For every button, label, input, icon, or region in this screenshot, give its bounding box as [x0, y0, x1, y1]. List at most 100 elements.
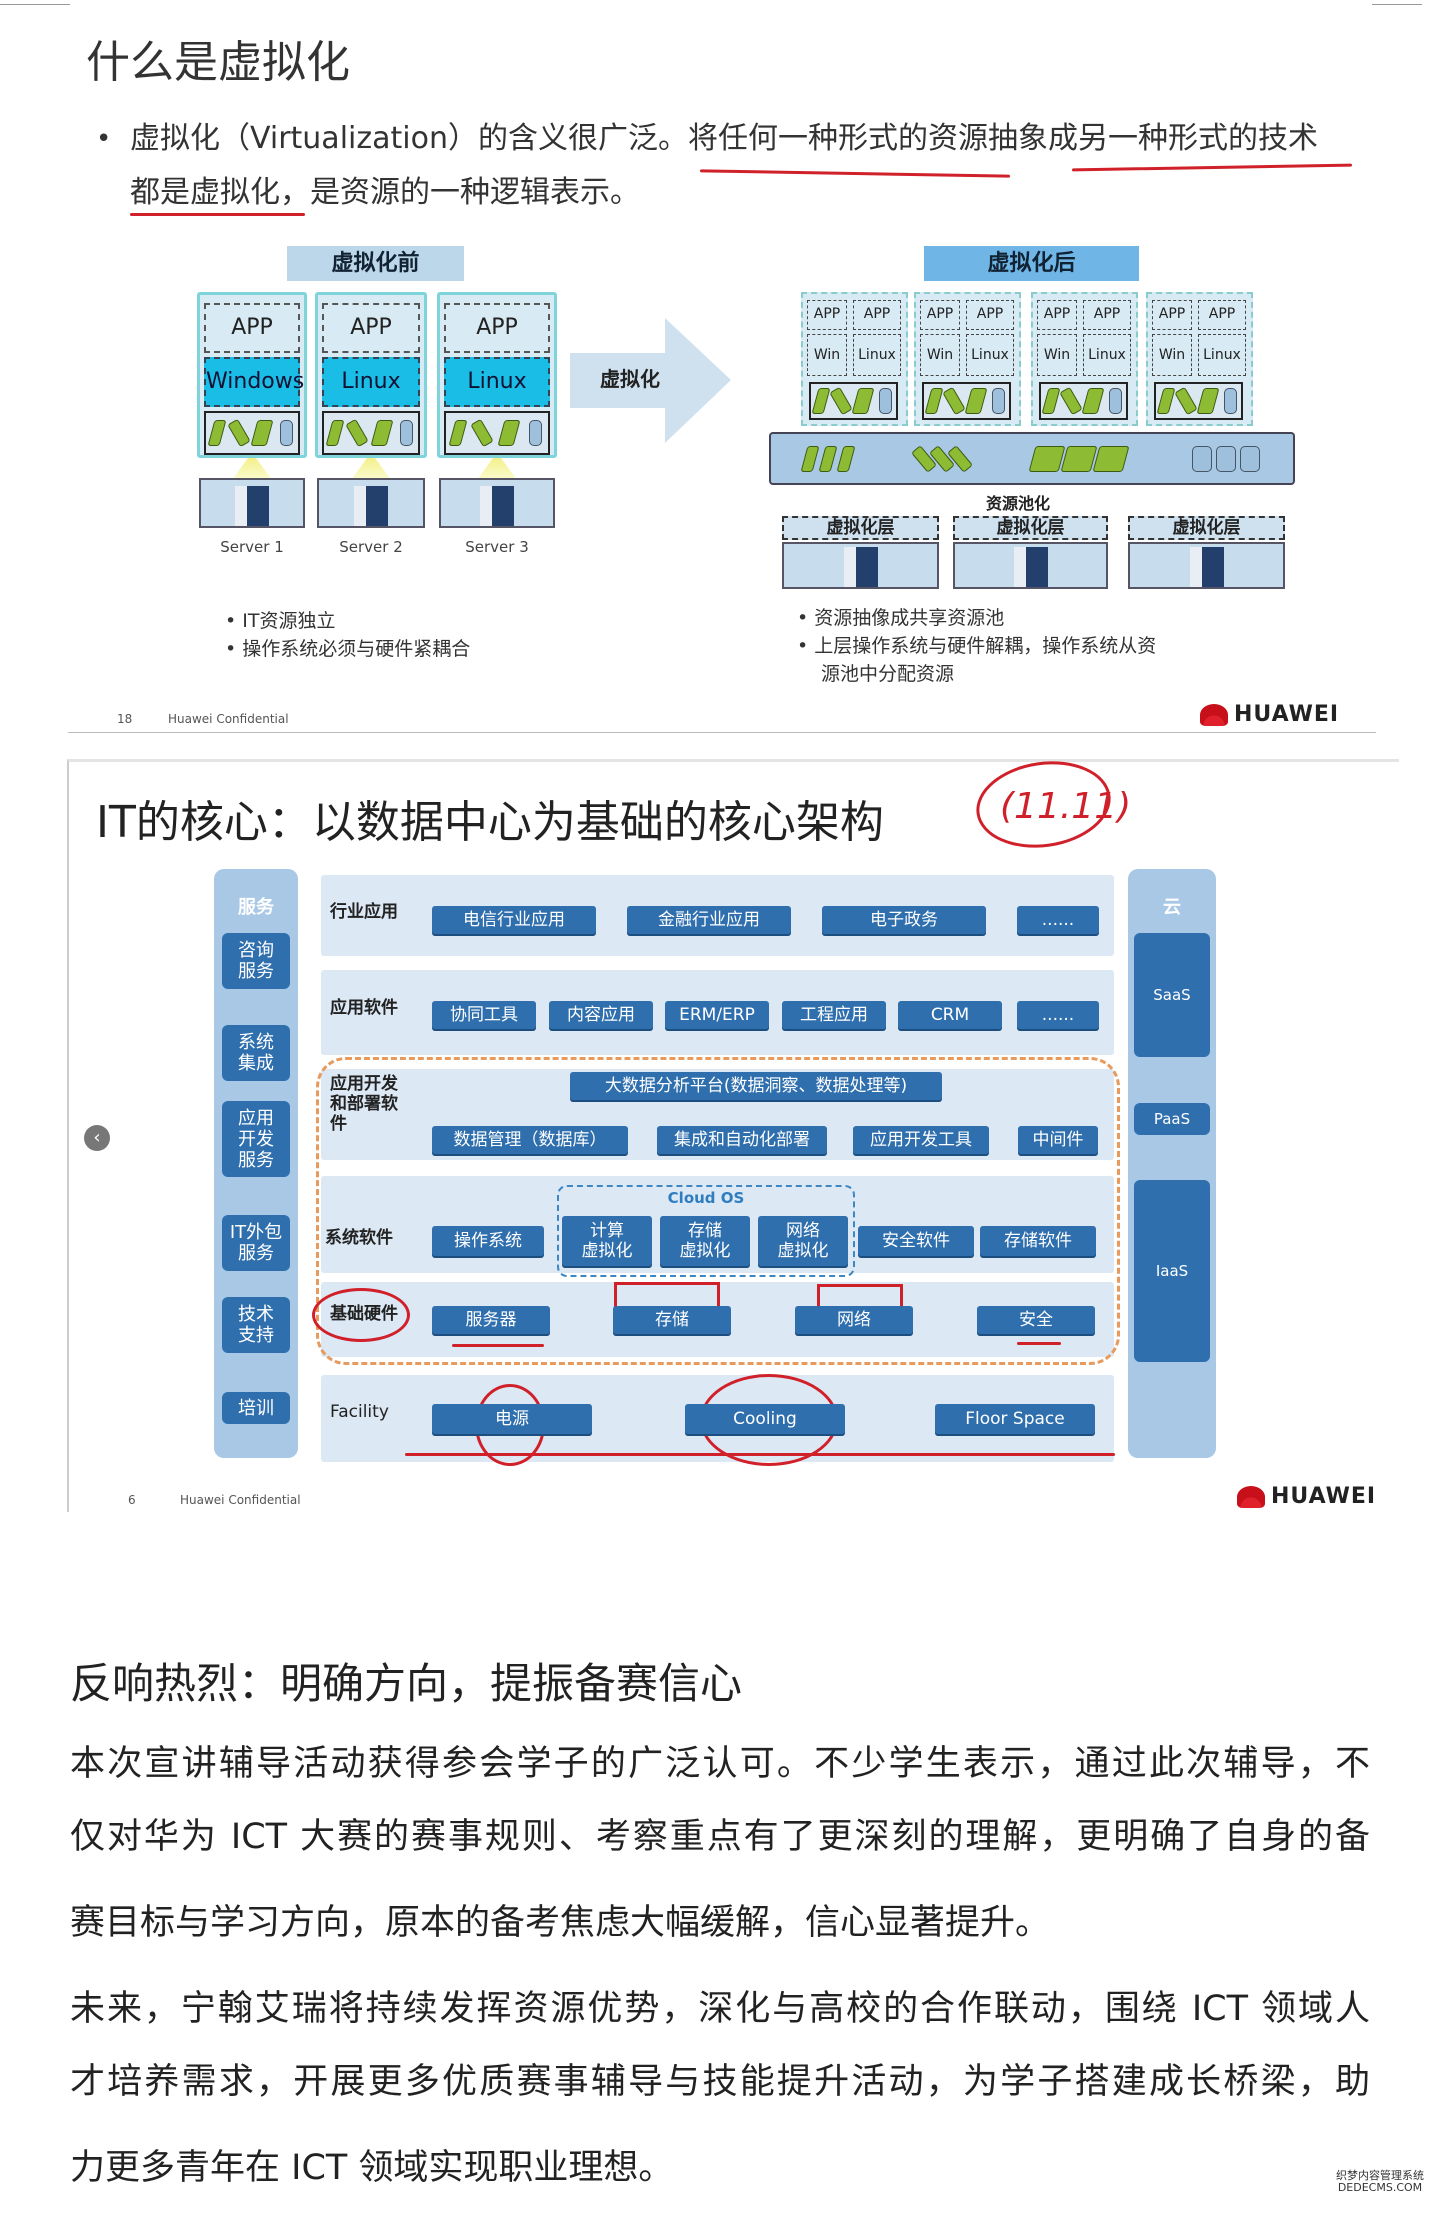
- vm-os: Linux: [1198, 334, 1246, 376]
- row-label: 应用开发 和部署软 件: [330, 1074, 398, 1134]
- physical-stack: APP Windows: [197, 292, 307, 458]
- link-glow: [351, 458, 391, 480]
- app-block: APP: [444, 303, 550, 353]
- vm-app: APP: [853, 300, 901, 330]
- architecture-item: 金融行业应用: [627, 906, 791, 934]
- article-paragraph-line: 赛目标与学习方向，原本的备考焦虑大幅缓解，信心显著提升。: [70, 1903, 1051, 1943]
- physical-stack: APP Linux: [437, 292, 557, 458]
- vm-app: APP: [1152, 300, 1192, 330]
- vm-os: Win: [1037, 334, 1077, 376]
- architecture-item: 计算 虚拟化: [562, 1216, 652, 1266]
- architecture-item: ......: [1017, 1001, 1099, 1029]
- cloud-os-label: Cloud OS: [667, 1189, 745, 1207]
- virtual-machine-group: APP APP Win Linux: [914, 292, 1021, 426]
- architecture-item: 安全软件: [858, 1226, 974, 1256]
- server-label: Server 1: [220, 538, 284, 556]
- bullet-item: • IT资源独立: [225, 610, 336, 632]
- os-block: Linux: [444, 357, 550, 407]
- architecture-item: ERM/ERP: [665, 1001, 769, 1029]
- app-block: APP: [322, 303, 420, 353]
- service-item: 应用 开发 服务: [222, 1101, 290, 1177]
- architecture-item: 操作系统: [432, 1226, 544, 1256]
- vm-app: APP: [1083, 300, 1131, 330]
- corner-mark: [0, 4, 70, 5]
- arrow-label: 虚拟化: [600, 367, 660, 391]
- hardware-icons: [204, 411, 300, 455]
- virtualization-layer: 虚拟化层: [782, 516, 939, 540]
- article-paragraph-line: 本次宣讲辅导活动获得参会学子的广泛认可。不少学生表示，通过此次辅导，不: [70, 1744, 1370, 1784]
- service-item: 系统 集成: [222, 1025, 290, 1081]
- link-glow: [232, 458, 272, 480]
- architecture-item: 协同工具: [432, 1001, 536, 1029]
- pool-label: 资源池化: [986, 494, 1051, 513]
- row-label: 应用软件: [330, 998, 398, 1018]
- cloud-saas: SaaS: [1134, 933, 1210, 1057]
- architecture-item: 存储 虚拟化: [660, 1216, 750, 1266]
- previous-slide-button[interactable]: ‹: [84, 1125, 110, 1151]
- cloud-header: 云: [1163, 897, 1181, 918]
- hardware-icons: [322, 411, 420, 455]
- architecture-item: Cooling: [685, 1404, 845, 1434]
- article-heading: 反响热烈：明确方向，提振备赛信心: [70, 1659, 743, 1708]
- architecture-item: 网络: [795, 1306, 913, 1334]
- architecture-item: 大数据分析平台(数据洞察、数据处理等): [570, 1072, 942, 1100]
- os-block: Linux: [322, 357, 420, 407]
- row-label: 行业应用: [330, 902, 398, 922]
- page-number: 18: [117, 712, 133, 726]
- huawei-logo: HUAWEI: [1237, 1484, 1376, 1509]
- architecture-item: 服务器: [432, 1306, 550, 1334]
- server-label: Server 2: [339, 538, 403, 556]
- highlight-dashed-border: [316, 1057, 1120, 1365]
- handwritten-circle: [312, 1288, 410, 1342]
- architecture-item: 存储软件: [980, 1226, 1096, 1256]
- handwritten-underline: [452, 1344, 544, 1347]
- server-icon: [317, 478, 425, 528]
- huawei-logo: HUAWEI: [1200, 702, 1339, 727]
- handwritten-underline: [130, 213, 305, 216]
- architecture-item: 电子政务: [822, 906, 986, 934]
- bullet-item: • 上层操作系统与硬件解耦，操作系统从资: [797, 635, 1157, 657]
- architecture-item: 网络 虚拟化: [758, 1216, 848, 1266]
- before-label: 虚拟化前: [287, 246, 464, 281]
- slide-frame: [67, 759, 1399, 1512]
- architecture-item: 存储: [613, 1306, 731, 1334]
- architecture-item: 中间件: [1018, 1126, 1098, 1154]
- vm-os: Linux: [1083, 334, 1131, 376]
- right-bullets: • 资源抽像成共享资源池 • 上层操作系统与硬件解耦，操作系统从资 源池中分配资…: [797, 604, 1156, 688]
- virtualize-arrow: 虚拟化: [570, 318, 731, 443]
- watermark: 织梦内容管理系统 DEDECMS.COM: [1336, 2169, 1424, 2194]
- corner-mark: [1372, 4, 1422, 5]
- architecture-item: 安全: [977, 1306, 1095, 1334]
- vm-app: APP: [1198, 300, 1246, 330]
- virtual-machine-group: APP APP Win Linux: [801, 292, 908, 426]
- virtual-machine-group: APP APP Win Linux: [1031, 292, 1138, 426]
- architecture-item: 内容应用: [549, 1001, 653, 1029]
- handwritten-underline: [405, 1453, 1115, 1456]
- physical-stack: APP Linux: [315, 292, 427, 458]
- article-paragraph-line: 才培养需求，开展更多优质赛事辅导与技能提升活动，为学子搭建成长桥梁，助: [70, 2062, 1370, 2102]
- virtualization-layer: 虚拟化层: [1128, 516, 1285, 540]
- services-header: 服务: [238, 897, 274, 918]
- cloud-paas: PaaS: [1134, 1103, 1210, 1135]
- article-paragraph-line: 未来，宁翰艾瑞将持续发挥资源优势，深化与高校的合作联动，围绕 ICT 领域人: [70, 1989, 1370, 2029]
- bullet-item: • 操作系统必须与硬件紧耦合: [225, 638, 471, 660]
- resource-pool: [769, 432, 1295, 485]
- service-item: 技术 支持: [222, 1297, 290, 1353]
- left-bullets: • IT资源独立 • 操作系统必须与硬件紧耦合: [225, 607, 470, 663]
- bullet-item: 源池中分配资源: [821, 663, 955, 685]
- hardware-icons: [1039, 382, 1128, 420]
- handwritten-underline: [699, 169, 1011, 178]
- service-item: 培训: [222, 1392, 290, 1424]
- vm-app: APP: [1037, 300, 1077, 330]
- architecture-item: 工程应用: [782, 1001, 886, 1029]
- slide-title: IT的核心：以数据中心为基础的核心架构: [96, 797, 884, 848]
- cloud-os-group: Cloud OS: [557, 1185, 855, 1277]
- vm-os: Win: [1152, 334, 1192, 376]
- bullet-line: •虚拟化（Virtualization）的含义很广泛。将任何一种形式的资源抽象成…: [96, 121, 1318, 156]
- os-block: Windows: [204, 357, 304, 407]
- bullet-text: 都是虚拟化，是资源的一种逻辑表示。: [130, 175, 640, 210]
- row-label: Facility: [330, 1402, 389, 1422]
- virtualization-layer: 虚拟化层: [953, 516, 1108, 540]
- virtual-machine-group: APP APP Win Linux: [1146, 292, 1253, 426]
- article-paragraph-line: 力更多青年在 ICT 领域实现职业理想。: [70, 2148, 674, 2188]
